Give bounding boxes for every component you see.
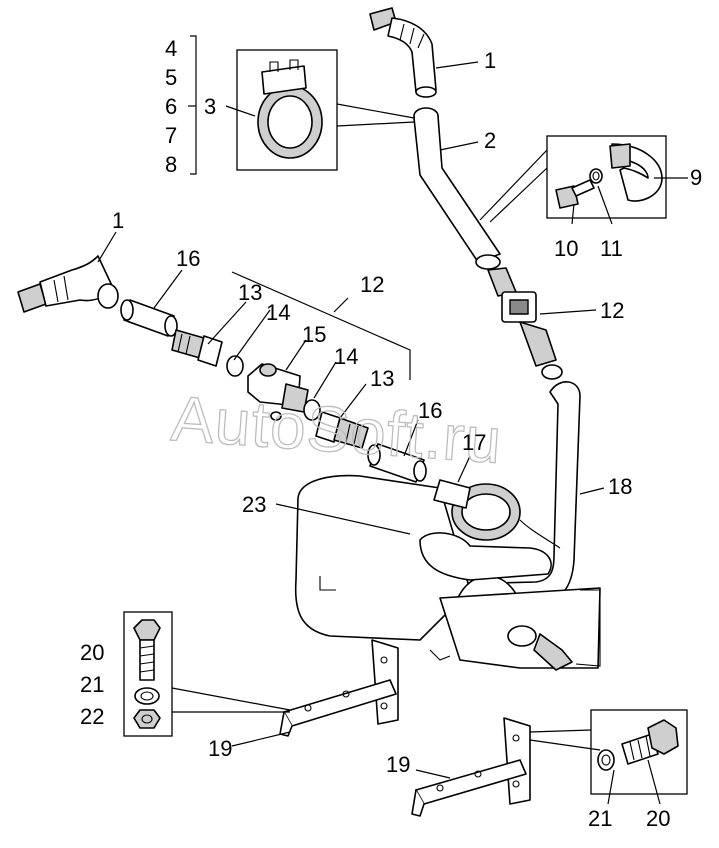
sleeve-16-lower	[367, 443, 427, 483]
callout-18: 18	[608, 474, 632, 499]
watermark-text: AutoSoft.ru	[169, 382, 504, 477]
callout-13-lower: 13	[370, 366, 394, 391]
callout-14-upper: 14	[266, 300, 290, 325]
ring-14-upper	[226, 355, 244, 377]
callout-4: 4	[165, 36, 177, 61]
callout-20-left: 20	[80, 640, 104, 665]
callout-17: 17	[462, 430, 486, 455]
callout-19-left: 19	[208, 736, 232, 761]
callout-23: 23	[242, 492, 266, 517]
callout-22: 22	[80, 704, 104, 729]
callout-16-lower: 16	[418, 398, 442, 423]
fitting-13-upper	[171, 329, 223, 367]
ring-14-lower	[303, 399, 321, 421]
callout-6: 6	[165, 94, 177, 119]
callout-2: 2	[484, 128, 496, 153]
fasteners-inset-right	[590, 709, 688, 795]
callout-5: 5	[165, 65, 177, 90]
callout-20-right: 20	[646, 806, 670, 831]
callout-labels: 1 2 4 5 6 3 7 8 9 10 11 12 1 16 12 13 14…	[80, 36, 702, 831]
callout-11: 11	[600, 236, 623, 261]
callout-21-left: 21	[80, 672, 104, 697]
callout-9: 9	[690, 165, 702, 190]
fitting-elbow-top	[369, 7, 437, 98]
leader-lines	[97, 35, 688, 805]
heater-body-23	[294, 474, 601, 671]
callout-12-right: 12	[600, 298, 624, 323]
callout-10: 10	[554, 236, 578, 261]
callout-13-upper: 13	[238, 280, 262, 305]
callout-12-bracket: 12	[360, 272, 384, 297]
callout-15: 15	[302, 322, 326, 347]
sleeve-16-upper	[120, 299, 178, 337]
callout-8: 8	[165, 152, 177, 177]
hose-2	[413, 107, 501, 270]
fasteners-inset-left	[123, 611, 173, 737]
fitting-13-lower	[315, 411, 369, 449]
clamp-3-inset	[236, 49, 338, 171]
bracket-19-left	[279, 639, 399, 737]
fitting-elbow-left	[17, 255, 119, 313]
callout-19-right: 19	[386, 752, 410, 777]
callout-14-lower: 14	[334, 344, 358, 369]
callout-1-left: 1	[112, 208, 124, 233]
clamp-9-inset	[546, 135, 667, 219]
callout-21-right: 21	[588, 806, 612, 831]
callout-16-upper: 16	[176, 246, 200, 271]
callout-1-top: 1	[484, 48, 496, 73]
bracket-19-right	[411, 717, 531, 817]
callout-3: 3	[204, 94, 216, 119]
callout-7: 7	[165, 123, 177, 148]
valve-15	[247, 363, 309, 421]
valve-assembly-12	[487, 267, 563, 380]
